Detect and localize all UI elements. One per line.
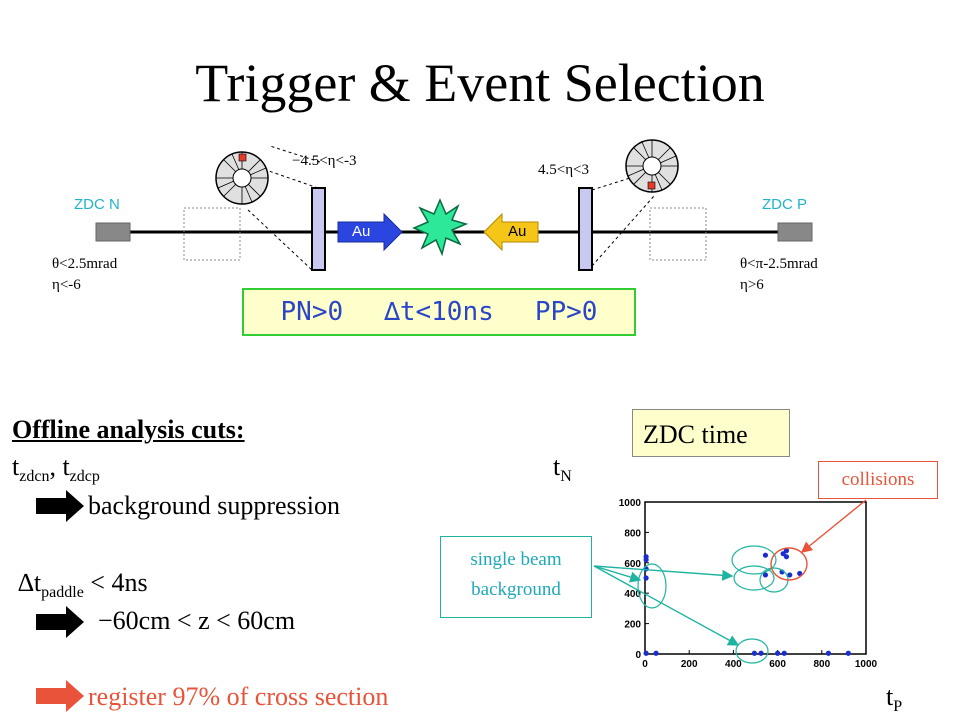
- beam-arrow-right: [337, 212, 403, 252]
- x-tick-label: 200: [681, 659, 698, 670]
- zdc-p-label: ZDC P: [762, 196, 807, 213]
- arrow-to-left-cluster: [593, 565, 642, 583]
- trigger-pp: PP>0: [534, 297, 598, 327]
- zdc-time-box: ZDC time: [632, 409, 790, 457]
- data-point: [762, 572, 769, 578]
- cut-line-2: ∆tpaddle < 4ns: [18, 568, 148, 602]
- cuts-header: Offline analysis cuts:: [12, 415, 245, 444]
- y-tick-label: 1000: [619, 498, 642, 509]
- cut-result-3: register 97% of cross section: [88, 682, 389, 711]
- bbc-right-eta: 4.5<η<3: [538, 162, 590, 178]
- data-point: [751, 650, 757, 656]
- y-tick-label: 200: [624, 620, 641, 631]
- y-axis-label: tN: [553, 452, 572, 486]
- beam-arrow-left: [483, 212, 539, 252]
- bbc-paddle-right: [578, 187, 593, 271]
- theta-left: θ<2.5mrad: [52, 256, 118, 272]
- zdc-n-label: ZDC N: [74, 196, 120, 213]
- x-tick-label: 1000: [855, 659, 878, 670]
- plot-frame: [644, 501, 867, 655]
- beam-label-right: Au: [508, 223, 527, 240]
- y-tick-label: 600: [624, 559, 641, 570]
- trigger-dt: ∆t<10ns: [384, 297, 494, 327]
- arrow-icon-1: [36, 490, 84, 522]
- zdc-p-block: [777, 222, 813, 242]
- single-beam-ellipse: [735, 638, 769, 664]
- data-point: [781, 650, 787, 656]
- data-point: [783, 554, 790, 560]
- data-point: [758, 650, 764, 656]
- cut-line-1: tzdcn, tzdcp: [12, 452, 100, 486]
- arrow-to-bottom-cluster: [593, 565, 740, 646]
- beam-label-left: Au: [352, 223, 371, 240]
- data-point: [643, 650, 649, 656]
- x-tick-label: 600: [769, 659, 786, 670]
- data-point: [653, 650, 659, 656]
- theta-right: θ<π-2.5mrad: [740, 256, 818, 272]
- x-tick-label: 800: [813, 659, 830, 670]
- collisions-ellipse: [770, 547, 808, 581]
- data-point: [643, 575, 649, 581]
- cut-result-2: −60cm < z < 60cm: [98, 606, 296, 635]
- dx-magnet-right: [649, 207, 707, 261]
- bbc-wheel-right: [625, 139, 679, 193]
- data-point: [787, 572, 793, 578]
- data-point: [797, 570, 803, 577]
- dx-magnet-left: [183, 207, 241, 261]
- arrow-to-mid-cluster: [593, 565, 734, 581]
- arrow-to-collisions: [800, 499, 867, 553]
- y-tick-label: 0: [635, 650, 641, 661]
- single-beam-ellipse: [637, 563, 667, 609]
- collisions-box: collisions: [818, 461, 938, 499]
- data-point: [643, 557, 649, 563]
- trigger-pn: PN>0: [280, 297, 344, 327]
- eta-left: η<-6: [52, 277, 81, 293]
- y-tick-label: 400: [624, 589, 641, 600]
- x-axis-label: tP: [886, 682, 903, 716]
- zdc-n-block: [95, 222, 131, 242]
- arrow-icon-2: [36, 606, 84, 638]
- data-point: [845, 650, 851, 656]
- x-tick-label: 400: [725, 659, 742, 670]
- bbc-wheel-left: [215, 151, 269, 205]
- data-point: [775, 650, 781, 656]
- data-point: [762, 552, 769, 558]
- cut-result-1: background suppression: [88, 491, 341, 520]
- single-beam-ellipse: [733, 565, 775, 591]
- data-point: [780, 551, 786, 557]
- single-beam-ellipse: [731, 545, 777, 575]
- bbc-paddle-left: [311, 187, 326, 271]
- collision-star-icon: [412, 198, 469, 257]
- trigger-condition-box: PN>0 ∆t<10ns PP>0: [242, 288, 636, 336]
- eta-right: η>6: [740, 277, 764, 293]
- page-title: Trigger & Event Selection: [195, 53, 765, 113]
- y-tick-label: 800: [624, 528, 641, 539]
- bbc-left-eta: −4.5<η<-3: [292, 153, 357, 169]
- arrow-icon-3: [36, 680, 84, 712]
- single-beam-box: single beam background: [440, 536, 592, 618]
- data-point: [825, 650, 832, 656]
- data-point: [783, 548, 790, 554]
- x-tick-label: 0: [642, 659, 648, 670]
